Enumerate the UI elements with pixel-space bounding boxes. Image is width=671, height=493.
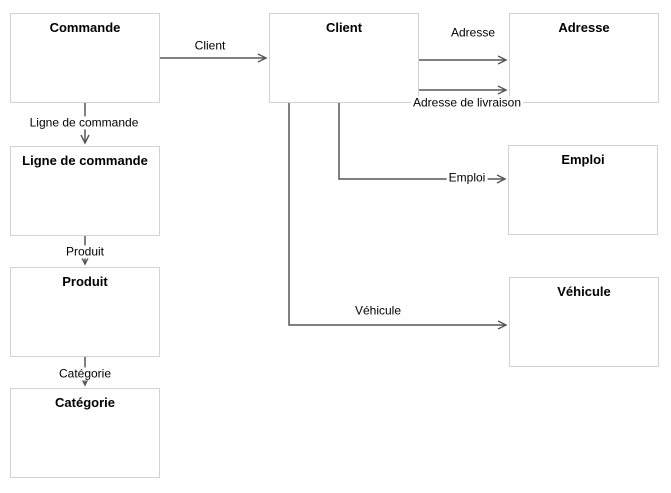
entity-title: Emploi <box>561 152 605 167</box>
entity-emploi[interactable]: Emploi <box>508 145 658 235</box>
entity-produit[interactable]: Produit <box>10 267 160 357</box>
edge-client-vehicule[interactable] <box>288 103 508 330</box>
entity-title: Produit <box>62 274 108 289</box>
edge-client-emploi[interactable] <box>338 103 507 184</box>
entity-categorie[interactable]: Catégorie <box>10 388 160 478</box>
entity-title: Ligne de commande <box>22 153 148 168</box>
entity-ligne-de-commande[interactable]: Ligne de commande <box>10 146 160 236</box>
entity-commande[interactable]: Commande <box>10 13 160 103</box>
edge-label-adresse: Adresse <box>448 25 498 40</box>
edge-label-produit: Produit <box>63 244 107 259</box>
entity-vehicule[interactable]: Véhicule <box>509 277 659 367</box>
edge-label-vehicule: Véhicule <box>352 303 404 318</box>
edge-label-ligne-de-commande: Ligne de commande <box>27 115 141 130</box>
edge-label-client: Client <box>192 38 228 53</box>
entity-client[interactable]: Client <box>269 13 419 103</box>
entity-title: Catégorie <box>55 395 115 410</box>
entity-title: Véhicule <box>557 284 611 299</box>
entity-title: Client <box>325 20 363 35</box>
edge-label-categorie: Catégorie <box>56 366 114 381</box>
entity-title: Adresse <box>558 20 610 35</box>
entity-adresse[interactable]: Adresse <box>509 13 659 103</box>
edge-label-emploi: Emploi <box>446 170 488 185</box>
entity-title: Commande <box>49 20 121 35</box>
edge-label-adresse-de-livraison: Adresse de livraison <box>410 95 524 110</box>
